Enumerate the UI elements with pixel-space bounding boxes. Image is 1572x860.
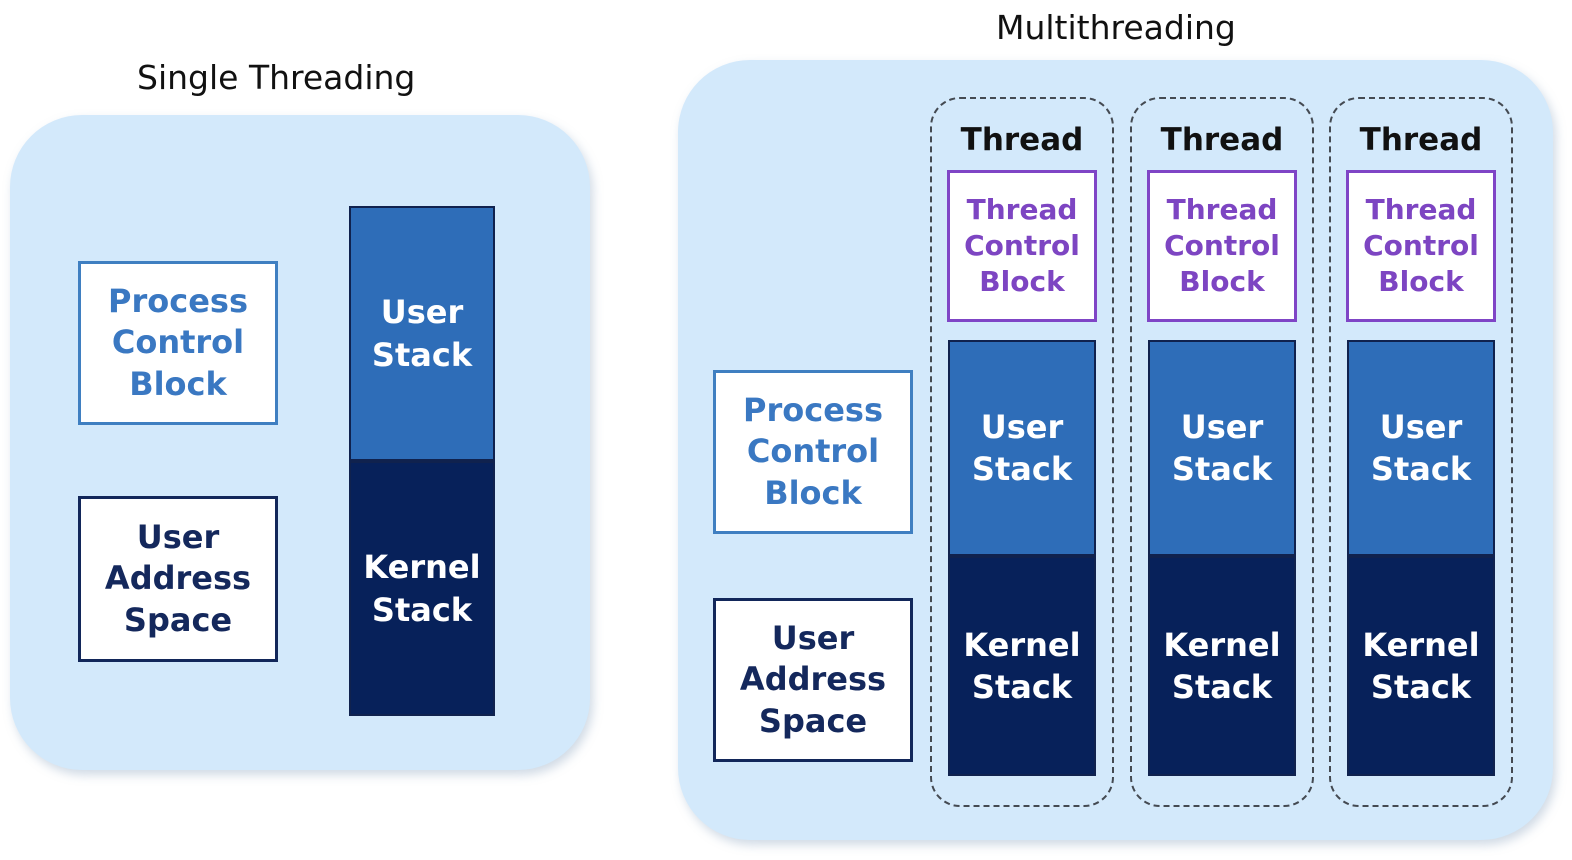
kernel-stack-label: Kernel Stack bbox=[1362, 625, 1480, 706]
single-threading-panel: Process Control Block User Address Space… bbox=[10, 115, 590, 770]
thread-control-block: Thread Control Block bbox=[947, 170, 1097, 322]
single-threading-title: Single Threading bbox=[137, 58, 416, 97]
thread-label: Thread bbox=[960, 122, 1084, 158]
thread-control-block-label: Thread Control Block bbox=[1363, 193, 1479, 298]
multithreading-panel: Process Control Block User Address Space… bbox=[678, 60, 1553, 840]
process-control-block-label: Process Control Block bbox=[743, 390, 883, 512]
user-stack-label: User Stack bbox=[371, 293, 473, 374]
kernel-stack-label: Kernel Stack bbox=[1163, 625, 1281, 706]
user-stack-label: User Stack bbox=[971, 407, 1073, 488]
user-stack: User Stack bbox=[1347, 340, 1495, 556]
thread-control-block: Thread Control Block bbox=[1346, 170, 1496, 322]
user-stack: User Stack bbox=[1148, 340, 1296, 556]
kernel-stack: Kernel Stack bbox=[1148, 556, 1296, 776]
kernel-stack-label: Kernel Stack bbox=[363, 548, 481, 629]
thread-group-3: Thread Thread Control Block User Stack K… bbox=[1329, 97, 1513, 807]
user-stack-label: User Stack bbox=[1370, 407, 1472, 488]
multithreading-title: Multithreading bbox=[996, 8, 1236, 47]
user-address-space-label: User Address Space bbox=[739, 618, 887, 740]
thread-control-block: Thread Control Block bbox=[1147, 170, 1297, 322]
kernel-stack: Kernel Stack bbox=[1347, 556, 1495, 776]
user-address-space: User Address Space bbox=[713, 598, 913, 762]
thread-label: Thread bbox=[1359, 122, 1483, 158]
thread-label: Thread bbox=[1160, 122, 1284, 158]
kernel-stack: Kernel Stack bbox=[349, 461, 495, 716]
process-control-block: Process Control Block bbox=[78, 261, 278, 425]
thread-group-2: Thread Thread Control Block User Stack K… bbox=[1130, 97, 1314, 807]
thread-control-block-label: Thread Control Block bbox=[1164, 193, 1280, 298]
user-stack: User Stack bbox=[349, 206, 495, 461]
user-stack: User Stack bbox=[948, 340, 1096, 556]
user-stack-label: User Stack bbox=[1171, 407, 1273, 488]
kernel-stack: Kernel Stack bbox=[948, 556, 1096, 776]
thread-group-1: Thread Thread Control Block User Stack K… bbox=[930, 97, 1114, 807]
process-control-block: Process Control Block bbox=[713, 370, 913, 534]
thread-control-block-label: Thread Control Block bbox=[964, 193, 1080, 298]
process-control-block-label: Process Control Block bbox=[108, 281, 248, 403]
kernel-stack-label: Kernel Stack bbox=[963, 625, 1081, 706]
user-address-space: User Address Space bbox=[78, 496, 278, 662]
user-address-space-label: User Address Space bbox=[104, 517, 252, 639]
